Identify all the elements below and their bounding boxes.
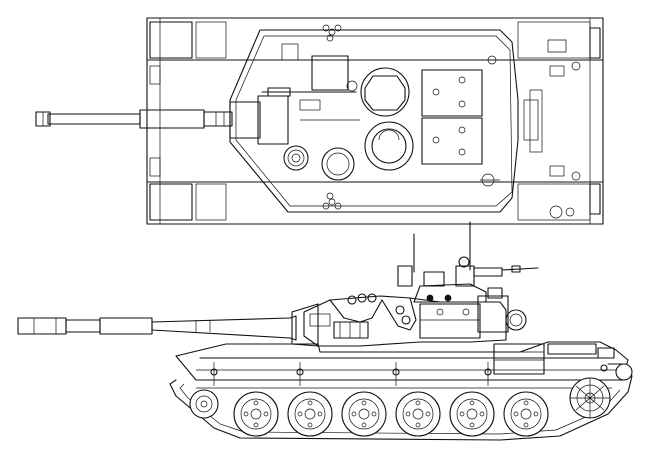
- road-wheel: [503, 391, 549, 437]
- road-wheel: [395, 391, 441, 437]
- side-view: [17, 221, 633, 441]
- drive-sprocket: [569, 377, 611, 419]
- idler-wheel: [189, 389, 219, 419]
- side-gun: [17, 303, 319, 347]
- road-wheel: [233, 391, 279, 437]
- top-view: [35, 17, 604, 225]
- top-gun: [35, 95, 289, 145]
- top-turret: [229, 24, 519, 213]
- road-wheels: [189, 363, 633, 437]
- road-wheel: [449, 391, 495, 437]
- fender-mounts: [210, 362, 608, 386]
- top-hull: [146, 17, 604, 225]
- road-wheel: [341, 391, 387, 437]
- road-wheel: [287, 391, 333, 437]
- smoke-launchers: [322, 24, 342, 210]
- side-hull: [175, 341, 629, 386]
- side-turret: [303, 256, 539, 347]
